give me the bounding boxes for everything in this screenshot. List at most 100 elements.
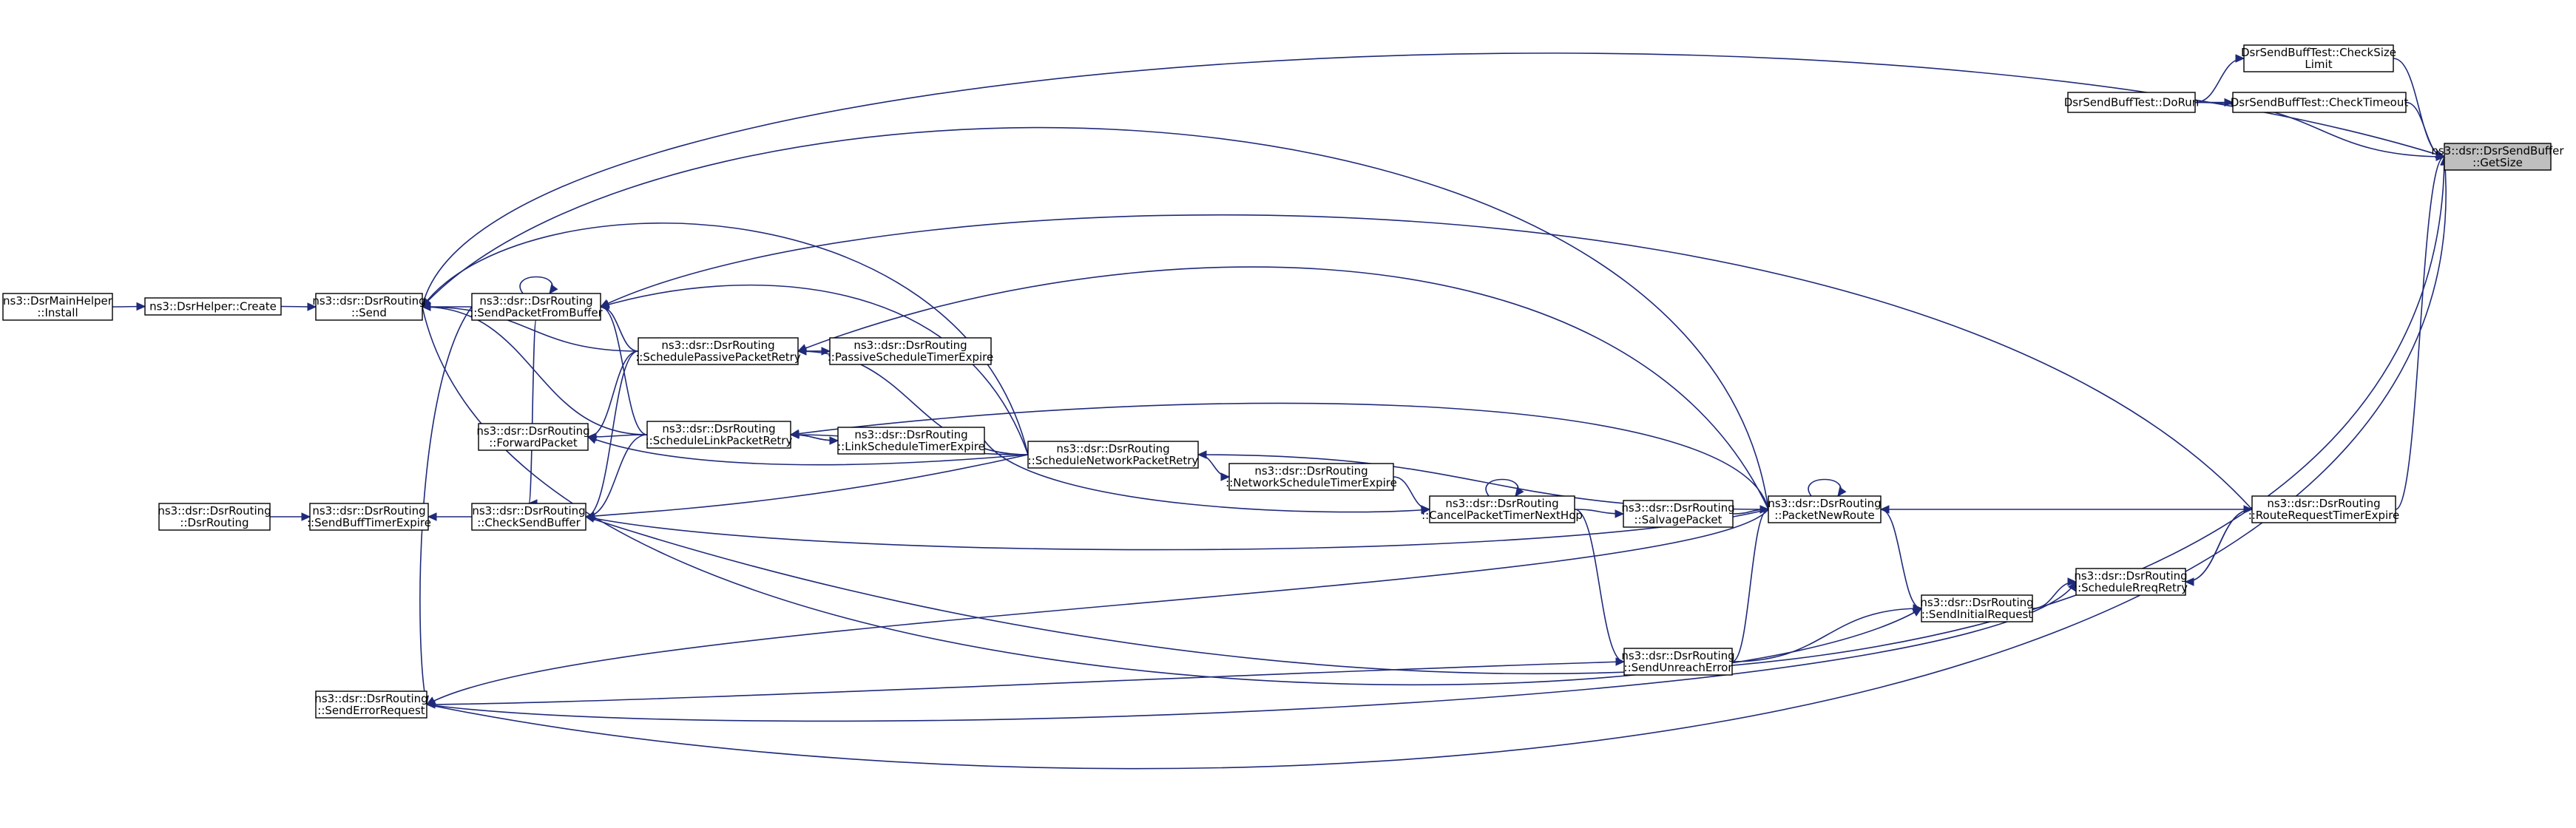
node-label: ns3::dsr::DsrSendBuffer [2431,144,2564,157]
edge-arrowhead [821,347,831,356]
node-box [2243,44,2394,72]
edge-arrowhead [421,302,431,311]
call-edge [422,52,2446,308]
node-box [829,337,992,365]
edge-arrowhead [586,432,597,441]
node-box [1228,463,1394,491]
call-edge [585,155,2449,675]
root-function-node[interactable]: ns3::dsr::DsrSendBuffer::GetSize [2431,143,2564,171]
edge-line [600,214,2253,510]
edge-line [1197,454,1230,478]
function-node[interactable]: ns3::dsr::DsrRouting::SendInitialRequest [1920,594,2034,622]
node-label: ::GetSize [2472,156,2523,169]
node-label: ::SendErrorRequest [317,704,425,717]
call-edge [1808,478,1847,497]
node-box [471,293,601,321]
node-label: ns3::dsr::DsrRouting [314,692,427,705]
call-edge [790,434,839,445]
edge-arrowhead [2235,54,2245,63]
edge-line [426,509,1769,705]
node-box [638,337,799,365]
node-label: ns3::DsrMainHelper [3,294,113,308]
edge-arrowhead [1615,509,1625,518]
node-label: ns3::dsr::DsrRouting [1254,464,1368,478]
node-label: ns3::dsr::DsrRouting [2267,497,2380,510]
node-box [1921,594,2033,622]
function-node[interactable]: ns3::dsr::DsrRouting::ScheduleNetworkPac… [1027,441,1199,469]
edge-arrowhead [1220,472,1231,481]
node-label: ns3::dsr::DsrRouting [2074,569,2187,583]
node-box [837,427,985,455]
edge-arrowhead [2435,150,2446,159]
call-edge [426,580,2077,722]
function-node[interactable]: ns3::dsr::DsrRouting::ScheduleLinkPacket… [646,421,793,449]
node-label: ::CheckSendBuffer [477,516,581,529]
function-node[interactable]: ns3::dsr::DsrRouting::SchedulePassivePac… [635,337,801,365]
function-node[interactable]: ns3::dsr::DsrRouting::PassiveScheduleTim… [828,337,994,365]
node-label: DsrSendBuffTest::CheckSize [2241,46,2396,59]
function-node[interactable]: ns3::dsr::DsrRouting::SalvagePacket [1621,500,1735,528]
function-node[interactable]: ns3::dsr::DsrRouting::SendUnreachError [1621,648,1735,676]
function-node[interactable]: ns3::dsr::DsrRouting::CheckSendBuffer [471,503,586,531]
function-node[interactable]: ns3::dsr::DsrRouting::SendPacketFromBuff… [470,293,604,321]
node-label: ns3::dsr::DsrRouting [158,504,271,518]
function-node[interactable]: ns3::dsr::DsrRouting::PacketNewRoute [1768,495,1882,523]
function-node[interactable]: ns3::DsrHelper::Create [144,297,282,316]
function-node[interactable]: ns3::dsr::DsrRouting::DsrRouting [158,503,271,531]
node-label: ::SendPacketFromBuffer [470,306,603,319]
edge-arrowhead [599,302,609,311]
call-edge [797,347,831,356]
edge-line [1808,478,1842,497]
node-label: ::SendBuffTimerExpire [307,516,431,529]
call-edge [112,302,146,311]
node-label: ns3::dsr::DsrRouting [1445,497,1558,510]
edge-line [1731,608,1922,662]
function-node[interactable]: DsrSendBuffTest::CheckTimeout [2231,92,2409,113]
call-edge [527,319,538,508]
edge-layer [112,52,2450,770]
node-box [478,423,589,451]
edge-line [1880,509,1922,609]
node-label: ::NetworkScheduleTimerExpire [1226,476,1397,489]
node-label: ns3::dsr::DsrRouting [312,504,425,518]
node-box [315,690,427,719]
node-box [1027,441,1199,469]
function-node[interactable]: ns3::dsr::DsrRouting::Send [312,293,426,321]
function-node[interactable]: ns3::dsr::DsrRouting::CancelPacketTimerN… [1421,495,1583,523]
function-node[interactable]: ns3::dsr::DsrRouting::ForwardPacket [476,423,590,451]
function-node[interactable]: DsrSendBuffTest::DoRun [2064,92,2200,113]
edge-line [587,434,648,438]
node-label: ns3::dsr::DsrRouting [1621,501,1734,515]
node-box [1429,495,1575,523]
edge-line [585,350,639,518]
edge-arrowhead [829,436,839,445]
function-node[interactable]: ns3::dsr::DsrRouting::RouteRequestTimerE… [2248,495,2400,523]
edge-arrowhead [1615,657,1626,666]
function-node[interactable]: ns3::dsr::DsrRouting::LinkScheduleTimerE… [837,427,985,455]
function-node[interactable]: ns3::dsr::DsrRouting::NetworkScheduleTim… [1226,463,1397,491]
call-edge [1731,505,1770,662]
node-label: ::RouteRequestTimerExpire [2248,509,2400,522]
call-edge [2032,577,2078,609]
node-label: DsrSendBuffTest::CheckTimeout [2231,96,2409,109]
function-node[interactable]: ns3::dsr::DsrRouting::ScheduleRreqRetry [2074,568,2188,596]
node-label: ns3::dsr::DsrRouting [662,422,775,435]
function-node[interactable]: ns3::dsr::DsrRouting::SendBuffTimerExpir… [307,503,431,531]
call-edge [1574,509,1625,518]
edge-line [422,52,2445,308]
call-edge [599,302,648,435]
node-label: ::Send [351,306,387,319]
node-label: ::Install [37,306,78,319]
node-label: ns3::dsr::DsrRouting [472,504,585,518]
function-node[interactable]: ns3::dsr::DsrRouting::SendErrorRequest [314,690,428,719]
edge-line [600,284,1029,455]
node-label: ::ForwardPacket [489,436,578,449]
node-label: ::PacketNewRoute [1774,509,1874,522]
edge-line [422,126,1769,510]
edge-line [422,306,639,352]
node-layer: ns3::dsr::DsrSendBuffer::GetSize DsrSendB… [2,44,2564,719]
node-label: ::SendUnreachError [1624,661,1734,674]
node-label: ns3::DsrHelper::Create [149,300,277,313]
function-node[interactable]: ns3::DsrMainHelper::Install [2,293,113,321]
